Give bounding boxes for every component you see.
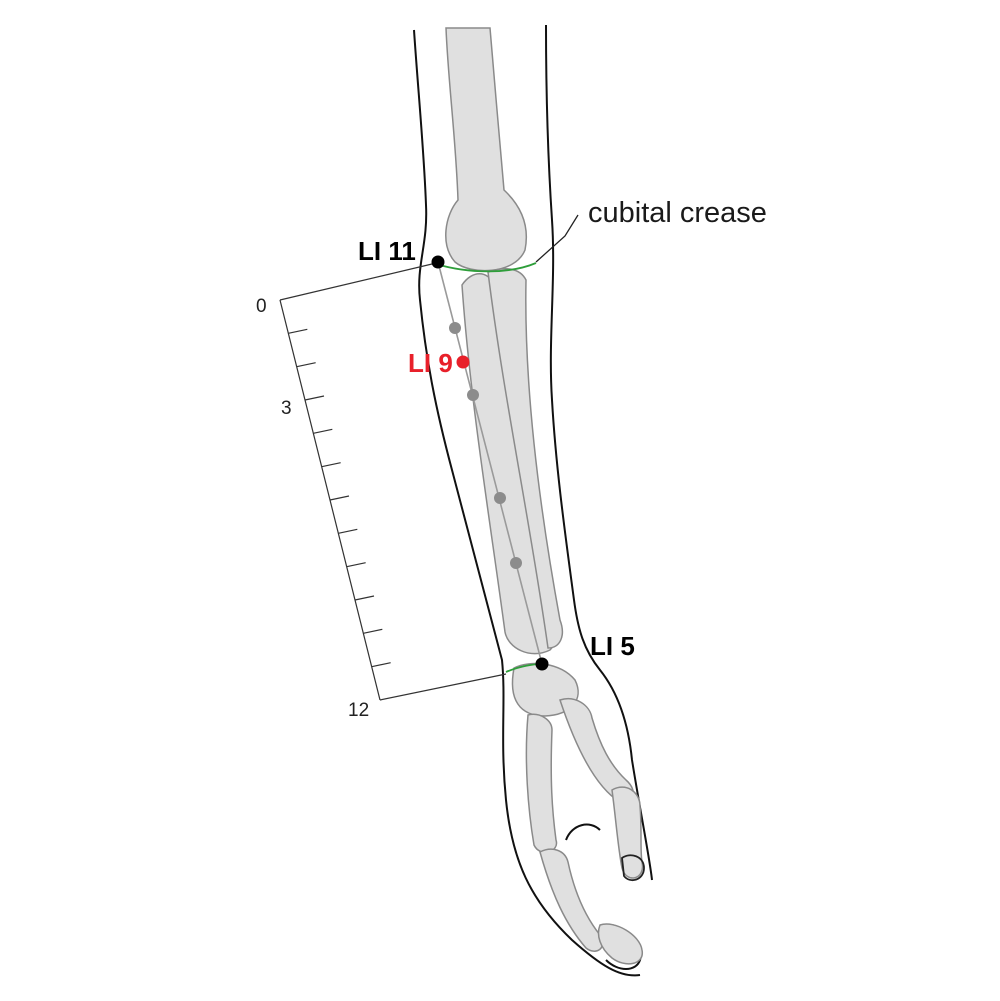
point-intermediate-4[interactable] xyxy=(510,557,522,569)
point-intermediate-1[interactable] xyxy=(449,322,461,334)
arm-outer-contour xyxy=(413,29,641,977)
point-li11[interactable] xyxy=(431,255,445,269)
scale-tick-2 xyxy=(296,362,316,368)
scale-tick-9 xyxy=(354,595,375,601)
cubital-crease-label: cubital crease xyxy=(588,197,767,229)
point-li5[interactable] xyxy=(535,657,549,671)
fingernail xyxy=(621,854,645,882)
label-li11: LI 11 xyxy=(358,236,416,266)
cubital-crease-line xyxy=(435,262,537,273)
scale-top-leader xyxy=(279,263,433,301)
thumb-contour xyxy=(565,823,601,841)
ulna xyxy=(487,267,564,649)
scale-tick-3 xyxy=(304,395,325,401)
acupoints xyxy=(431,255,549,671)
bones xyxy=(445,27,645,965)
scale-tick-6 xyxy=(329,495,350,501)
scale-tick-8 xyxy=(346,562,366,568)
scale-label-0: 0 xyxy=(256,296,267,317)
scale-bottom-leader xyxy=(379,673,507,701)
label-li9: LI 9 xyxy=(408,348,453,378)
scale-tick-4 xyxy=(313,428,333,434)
scale-tick-11 xyxy=(371,662,391,668)
scale-tick-1 xyxy=(288,328,308,334)
scale-tick-7 xyxy=(338,528,358,534)
lower-fingertip xyxy=(597,923,643,965)
scale-label-12: 12 xyxy=(348,700,369,721)
point-li9[interactable] xyxy=(456,355,470,369)
thumb-phalanges xyxy=(539,848,604,952)
finger-phalanges xyxy=(611,786,644,879)
scale-tick-5 xyxy=(321,462,341,468)
thumb-metacarpal xyxy=(525,713,558,854)
label-li5: LI 5 xyxy=(590,631,635,661)
finger-metacarpal xyxy=(559,698,635,805)
cubital-crease-leader xyxy=(535,214,579,263)
point-intermediate-3[interactable] xyxy=(494,492,506,504)
humerus xyxy=(445,27,527,272)
scale-label-3: 3 xyxy=(281,398,292,419)
arm-inner-contour xyxy=(545,24,653,881)
scale-tick-10 xyxy=(363,628,383,634)
scale-ticks: 0 3 12 xyxy=(256,296,391,721)
point-intermediate-2[interactable] xyxy=(467,389,479,401)
